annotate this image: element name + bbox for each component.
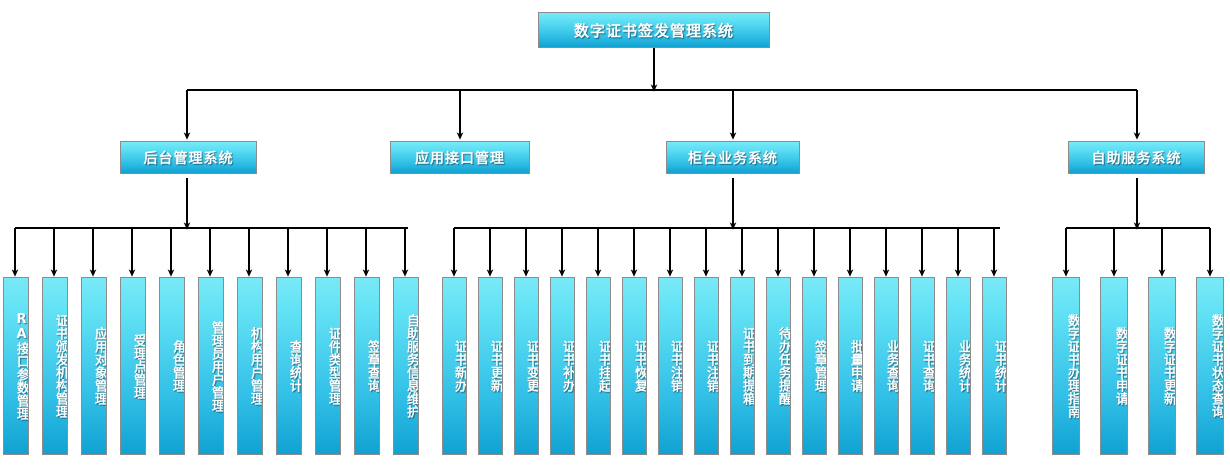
leaf-label: 业务查询 <box>884 340 899 392</box>
leaf-label: 数字证书更新 <box>1161 327 1176 405</box>
node-counter-label: 柜台业务系统 <box>688 150 778 167</box>
leaf-certificate-type-mgmt[interactable]: 证件类型管理 <box>315 277 341 455</box>
leaf-label: RA接口参数管理 <box>14 312 29 420</box>
leaf-cert-revoke-2[interactable]: 证书注销 <box>694 277 719 455</box>
node-root-label: 数字证书签发管理系统 <box>573 21 734 40</box>
leaf-label: 签章查询 <box>365 340 380 392</box>
leaf-ra-interface-param-mgmt[interactable]: RA接口参数管理 <box>3 277 29 455</box>
leaf-label: 管理员用户管理 <box>209 320 224 412</box>
node-backend-label: 后台管理系统 <box>143 150 234 167</box>
leaf-cert-new-application[interactable]: 证书新办 <box>442 277 467 455</box>
leaf-selfservice-info-maintenance[interactable]: 自助服务信息维护 <box>393 277 419 455</box>
leaf-label: 签章管理 <box>812 340 827 392</box>
leaf-seal-mgmt[interactable]: 签章管理 <box>802 277 827 455</box>
leaf-cert-renewal[interactable]: 证书更新 <box>478 277 503 455</box>
leaf-label: 批量申请 <box>848 340 863 392</box>
node-api-label: 应用接口管理 <box>415 150 505 167</box>
leaf-label: 待办任务提醒 <box>776 327 791 405</box>
node-root[interactable]: 数字证书签发管理系统 <box>538 12 770 48</box>
leaf-label: 证书恢复 <box>632 340 647 392</box>
leaf-acceptance-point-mgmt[interactable]: 受理点管理 <box>120 277 146 455</box>
leaf-role-mgmt[interactable]: 角色管理 <box>159 277 185 455</box>
node-selfservice-label: 自助服务系统 <box>1091 150 1182 167</box>
leaf-org-user-mgmt[interactable]: 机构用户管理 <box>237 277 263 455</box>
leaf-cert-restore[interactable]: 证书恢复 <box>622 277 647 455</box>
leaf-batch-application[interactable]: 批量申请 <box>838 277 863 455</box>
leaf-digital-cert-apply[interactable]: 数字证书申请 <box>1100 277 1128 455</box>
leaf-query-statistics[interactable]: 查询统计 <box>276 277 302 455</box>
node-api[interactable]: 应用接口管理 <box>390 141 530 174</box>
leaf-label: 受理点管理 <box>131 333 146 399</box>
leaf-business-query[interactable]: 业务查询 <box>874 277 899 455</box>
leaf-cert-revoke-1[interactable]: 证书注销 <box>658 277 683 455</box>
leaf-cert-change[interactable]: 证书变更 <box>514 277 539 455</box>
leaf-label: 数字证书申请 <box>1113 327 1128 405</box>
node-backend[interactable]: 后台管理系统 <box>120 141 257 174</box>
leaf-label: 数字证书办理指南 <box>1065 314 1080 418</box>
leaf-seal-query[interactable]: 签章查询 <box>354 277 380 455</box>
leaf-label: 应用对象管理 <box>92 327 107 405</box>
leaf-label: 证书新办 <box>452 340 467 392</box>
leaf-label: 证书颁发机构管理 <box>53 314 68 418</box>
leaf-ca-authority-mgmt[interactable]: 证书颁发机构管理 <box>42 277 68 455</box>
leaf-digital-cert-renew[interactable]: 数字证书更新 <box>1148 277 1176 455</box>
leaf-cert-reissue[interactable]: 证书补办 <box>550 277 575 455</box>
leaf-business-statistics[interactable]: 业务统计 <box>946 277 971 455</box>
leaf-label: 证书变更 <box>524 340 539 392</box>
leaf-label: 证书注销 <box>668 340 683 392</box>
leaf-label: 机构用户管理 <box>248 327 263 405</box>
leaf-label: 证书查询 <box>920 340 935 392</box>
leaf-pending-task-reminder[interactable]: 待办任务提醒 <box>766 277 791 455</box>
leaf-label: 角色管理 <box>170 340 185 392</box>
leaf-admin-user-mgmt[interactable]: 管理员用户管理 <box>198 277 224 455</box>
leaf-digital-cert-guide[interactable]: 数字证书办理指南 <box>1052 277 1080 455</box>
leaf-digital-cert-status-query[interactable]: 数字证书状态查询 <box>1196 277 1224 455</box>
leaf-label: 证书补办 <box>560 340 575 392</box>
leaf-label: 证件类型管理 <box>326 327 341 405</box>
leaf-cert-expiry-reminder-box[interactable]: 证书到期提箱 <box>730 277 755 455</box>
node-counter[interactable]: 柜台业务系统 <box>666 141 800 174</box>
leaf-cert-suspend[interactable]: 证书挂起 <box>586 277 611 455</box>
leaf-label: 数字证书状态查询 <box>1209 314 1224 418</box>
leaf-label: 自助服务信息维护 <box>404 314 419 418</box>
node-selfservice[interactable]: 自助服务系统 <box>1068 141 1205 174</box>
leaf-label: 证书统计 <box>992 340 1007 392</box>
leaf-cert-query[interactable]: 证书查询 <box>910 277 935 455</box>
leaf-label: 证书挂起 <box>596 340 611 392</box>
leaf-label: 证书更新 <box>488 340 503 392</box>
leaf-cert-statistics[interactable]: 证书统计 <box>982 277 1007 455</box>
leaf-application-object-mgmt[interactable]: 应用对象管理 <box>81 277 107 455</box>
leaf-label: 查询统计 <box>287 340 302 392</box>
leaf-label: 业务统计 <box>956 340 971 392</box>
leaf-label: 证书到期提箱 <box>740 327 755 405</box>
leaf-label: 证书注销 <box>704 340 719 392</box>
